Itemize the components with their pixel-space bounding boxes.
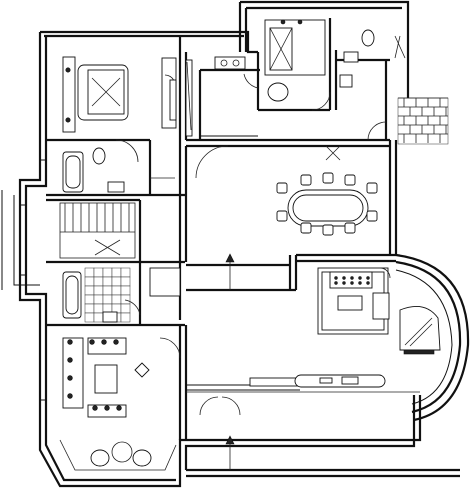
sofa-cushion-mark xyxy=(334,281,338,285)
dining-chair xyxy=(366,182,378,194)
dining-chair xyxy=(276,182,288,194)
curved-bay-wall xyxy=(395,253,470,422)
lower-bathroom xyxy=(62,267,141,323)
floor-tile xyxy=(120,267,131,278)
floor-tile xyxy=(111,267,122,278)
dining-chair xyxy=(322,172,334,184)
sofa-cushion-mark xyxy=(342,281,346,285)
sofa-cushion-mark xyxy=(342,276,346,280)
floor-tile xyxy=(120,285,131,296)
floor-tile xyxy=(93,267,104,278)
seat-marker xyxy=(92,405,98,411)
floor-tile xyxy=(111,285,122,296)
floor-tile xyxy=(102,276,113,287)
floor-tile xyxy=(84,303,95,314)
dining-chair xyxy=(344,222,356,234)
seat-marker xyxy=(116,405,122,411)
sofa-cushion-mark xyxy=(366,281,370,285)
seat-marker xyxy=(101,339,107,345)
floor-tile xyxy=(102,267,113,278)
seat-marker xyxy=(104,405,110,411)
entry-steps-right xyxy=(397,97,449,145)
kitchen xyxy=(214,56,387,141)
floor-tile xyxy=(120,294,131,305)
bedroom xyxy=(62,56,193,137)
floor-tile xyxy=(102,294,113,305)
dining-chair xyxy=(322,224,334,236)
seat-marker xyxy=(67,339,73,345)
annex-bedroom xyxy=(243,19,326,102)
floor-tile xyxy=(93,303,104,314)
floor-tile xyxy=(84,276,95,287)
sofa-cushion-mark xyxy=(350,276,354,280)
living-room xyxy=(59,337,181,471)
floor-tile xyxy=(84,294,95,305)
floor-tile xyxy=(102,285,113,296)
sofa-cushion-mark xyxy=(358,276,362,280)
floor-tile xyxy=(93,294,104,305)
floor-tile xyxy=(93,312,104,323)
dining-chair xyxy=(300,222,312,234)
sofa-cushion-mark xyxy=(366,276,370,280)
corridor xyxy=(149,267,420,470)
dining-chair xyxy=(366,210,378,222)
dining-room xyxy=(195,145,378,290)
seat-marker xyxy=(89,339,95,345)
dining-chair xyxy=(276,210,288,222)
seat-marker xyxy=(113,339,119,345)
window-marks-left xyxy=(20,159,46,401)
floor-tile xyxy=(84,267,95,278)
staircase xyxy=(59,202,136,259)
floor-tile xyxy=(93,285,104,296)
sofa-cushion-mark xyxy=(350,281,354,285)
upper-bathroom xyxy=(62,139,175,193)
floor-tile xyxy=(111,276,122,287)
seat-marker xyxy=(67,357,73,363)
annex-bathroom xyxy=(339,29,406,88)
dining-chair xyxy=(344,174,356,186)
seat-marker xyxy=(67,375,73,381)
floor-tile xyxy=(84,285,95,296)
floor-tile xyxy=(120,276,131,287)
floor-tile xyxy=(84,312,95,323)
floor-tile xyxy=(111,294,122,305)
sofa-cushion-mark xyxy=(334,276,338,280)
dining-chair xyxy=(300,174,312,186)
floor-tile xyxy=(93,276,104,287)
floor-tile xyxy=(120,312,131,323)
piano-room xyxy=(317,267,441,355)
sofa-cushion-mark xyxy=(358,281,362,285)
floor-tile xyxy=(120,303,131,314)
seat-marker xyxy=(67,393,73,399)
